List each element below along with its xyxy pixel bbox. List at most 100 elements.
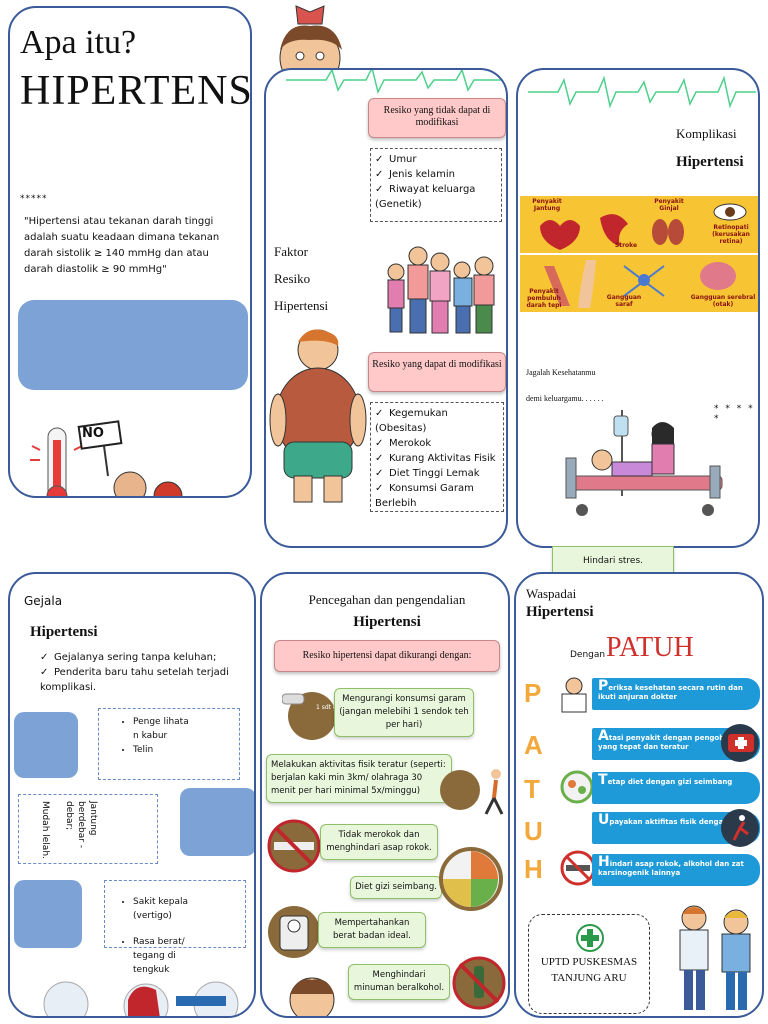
prevention-item: Diet gizi seimbang. xyxy=(350,876,442,899)
patuh-bar: Tetap diet dengan gizi seimbang xyxy=(592,772,760,804)
symptom-dashed-box: Penge lihata n kabur Telin xyxy=(98,708,240,780)
salt-icon xyxy=(282,692,334,740)
exercise-icon xyxy=(440,769,504,815)
panel-faktor-resiko: Resiko yang tidak dapat di modifikasi Um… xyxy=(264,68,508,548)
complication-label: Retinopati (kerusakan retina) xyxy=(712,224,750,245)
family-illustration xyxy=(387,246,495,334)
hospital-bed-illustration xyxy=(565,410,723,516)
jaga-kesehatan-text: Jagalah Kesehatanmu demi keluargamu. . .… xyxy=(526,360,604,412)
hipertensi-heading: Hipertensi xyxy=(526,604,594,620)
patuh-bar-text: payakan aktifitas fisik dengan aman xyxy=(609,818,753,826)
hipertensi-heading: Hipertensi xyxy=(353,614,421,630)
patuh-bar-text: etap diet dengan gizi seimbang xyxy=(607,778,733,786)
weight-scale-icon xyxy=(268,906,320,958)
faktor-line: Hipertensi xyxy=(274,298,329,313)
faktor-line: Resiko xyxy=(274,271,311,286)
organization-name: UPTD PUSKESMAS TANJUNG ARU xyxy=(540,956,638,984)
stressed-face-icon xyxy=(289,977,335,1016)
organization-box xyxy=(528,914,650,1014)
box-modifiable-risk: Resiko yang dapat di modifikasi xyxy=(368,352,506,392)
no-sign-text: NO xyxy=(82,426,104,441)
list-item: Diet Tinggi Lemak xyxy=(375,466,499,481)
list-nonmodifiable: Umur Jenis kelamin Riwayat keluarga (Gen… xyxy=(370,148,502,222)
pencegahan-title: Pencegahan dan pengendalian xyxy=(308,592,466,607)
stars-divider: ***** xyxy=(20,194,48,204)
patuh-bar-initial: T xyxy=(598,772,608,788)
komplikasi-label: Komplikasi xyxy=(676,126,737,141)
faktor-resiko-label: Faktor Resiko Hipertensi xyxy=(274,238,328,319)
jaga-line: Jagalah Kesehatanmu xyxy=(526,368,596,377)
prevention-item: Menghindari minuman beralkohol. xyxy=(348,964,450,1000)
box-nonmodifiable-risk: Resiko yang tidak dapat di modifikasi xyxy=(368,98,506,138)
pulse-line-icon xyxy=(286,70,506,94)
panel-komplikasi: Komplikasi Hipertensi Penyakit Jantung S… xyxy=(516,68,760,548)
complication-label: Penyakit pembuluh darah tepi xyxy=(526,288,562,309)
jaga-line: demi keluargamu. . . . . . xyxy=(526,394,604,403)
complication-label: Penyakit Jantung xyxy=(532,198,562,212)
complication-label: Stroke xyxy=(614,242,638,249)
list-item: Merokok xyxy=(375,436,499,451)
list-item: Rasa berat/ tegang di tengkuk xyxy=(133,935,197,977)
list-item: Jantung berdebar - debar; xyxy=(64,801,98,849)
patuh-bar-text: indari asap rokok, alkohol dan zat karsi… xyxy=(598,860,744,877)
symptom-blue-box xyxy=(14,712,78,778)
patuh-bar: Hindari asap rokok, alkohol dan zat kars… xyxy=(592,854,760,886)
puskesmas-cross-icon xyxy=(576,924,604,952)
patuh-bar-text: tasi penyakit dengan pengobatan yang tep… xyxy=(598,734,743,751)
health-workers-illustration xyxy=(679,905,751,1010)
heading-hipertensi: HIPERTENSI xyxy=(20,68,252,114)
list-modifiable: Kegemukan (Obesitas) Merokok Kurang Akti… xyxy=(370,402,504,512)
complication-label: Gangguan saraf xyxy=(606,294,642,308)
dengan-label: Dengan xyxy=(570,650,606,660)
panel-pencegahan: Pencegahan dan pengendalian Hipertensi R… xyxy=(260,572,510,1018)
list-item: Riwayat keluarga (Genetik) xyxy=(375,182,497,212)
gejala-list: Gejalanya sering tanpa keluhan; Penderit… xyxy=(40,650,252,695)
list-item: Penge lihata n kabur xyxy=(133,715,189,743)
patuh-letter: A xyxy=(524,730,543,760)
list-item: Mudah lelah. xyxy=(40,801,50,859)
thermometer-no-illustration xyxy=(30,420,183,496)
gejala-label: Gejala xyxy=(24,594,63,608)
panel-gejala: Gejala Hipertensi Gejalanya sering tanpa… xyxy=(8,572,256,1018)
pulse-line-icon xyxy=(528,76,756,108)
faktor-line: Faktor xyxy=(274,244,308,259)
prevention-item: Melakukan aktivitas fisik teratur (seper… xyxy=(266,754,452,803)
running-icon xyxy=(721,809,759,847)
risk-reduction-box: Resiko hipertensi dapat dikurangi dengan… xyxy=(274,640,500,672)
prevention-item: Mengurangi konsumsi garam (jangan melebi… xyxy=(334,688,474,737)
symptom-blue-box xyxy=(180,788,254,856)
patuh-bar-initial: P xyxy=(598,678,609,694)
no-smoking-icon xyxy=(560,850,596,886)
prevention-item: Mempertahankan berat badan ideal. xyxy=(318,912,426,948)
patuh-letter: T xyxy=(524,774,540,804)
waspadai-label: Waspadai xyxy=(526,586,577,601)
patuh-bar-initial: U xyxy=(598,812,610,828)
list-item: Gejalanya sering tanpa keluhan; xyxy=(40,650,252,665)
definition-quote: "Hipertensi atau tekanan darah tinggi ad… xyxy=(24,216,220,275)
patuh-bar-text: eriksa kesehatan secara rutin dan ikuti … xyxy=(598,684,743,701)
hipertensi-heading: Hipertensi xyxy=(30,624,98,640)
panel-patuh: Waspadai Hipertensi Dengan PATUH P A T U… xyxy=(514,572,764,1018)
panel-apa-itu: Apa itu? HIPERTENSI ***** "Hipertensi at… xyxy=(8,6,252,498)
list-item: Telin xyxy=(133,743,189,757)
patuh-bar-initial: H xyxy=(598,854,610,870)
complications-infographic: Penyakit Jantung Stroke Penyakit Ginjal … xyxy=(520,196,758,312)
complication-label: Penyakit Ginjal xyxy=(654,198,684,212)
patuh-title: PATUH xyxy=(606,632,694,663)
heading-apa-itu: Apa itu? xyxy=(20,24,137,61)
symptom-blue-box xyxy=(14,880,82,948)
complication-organs-icon xyxy=(520,203,758,308)
symptom-dashed-box: Sakit kepala (vertigo) Rasa berat/ tegan… xyxy=(104,880,246,975)
obese-man-illustration xyxy=(269,329,367,503)
list-item: Penderita baru tahu setelah terjadi komp… xyxy=(40,665,252,695)
doctor-icon xyxy=(561,677,587,713)
complication-label: Gangguan serebral (otak) xyxy=(690,294,756,308)
symptom-illustrations xyxy=(43,981,239,1016)
stars-divider: * * * * * xyxy=(714,404,755,424)
healthy-food-icon xyxy=(560,770,594,804)
first-aid-kit-icon xyxy=(721,724,759,762)
prevention-item: Tidak merokok dan menghindari asap rokok… xyxy=(320,824,438,860)
balanced-diet-icon xyxy=(439,847,503,911)
hipertensi-heading: Hipertensi xyxy=(676,154,744,170)
no-smoking-icon xyxy=(267,819,321,873)
